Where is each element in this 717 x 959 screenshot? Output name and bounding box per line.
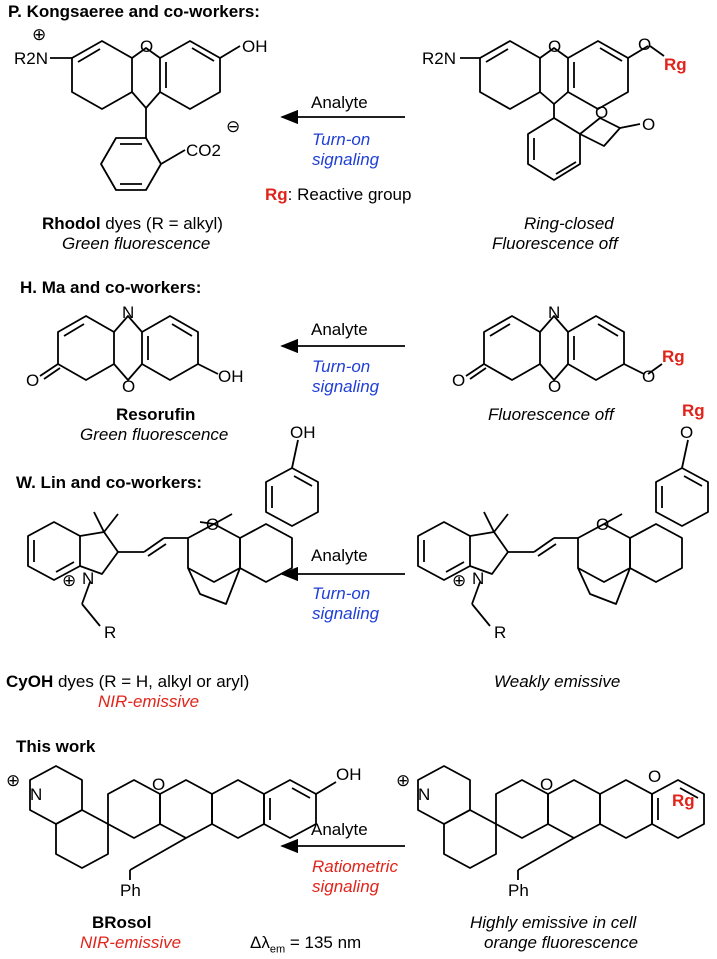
rhodol-structure <box>50 40 241 191</box>
atom-rg-2: Rg <box>662 347 685 366</box>
legend-rg: Rg <box>265 185 288 204</box>
ring-closed-caption-2: Fluorescence off <box>492 234 618 253</box>
rhodol-caption: Green fluorescence <box>62 234 211 253</box>
atom-o-3: O <box>638 35 651 54</box>
resorufin-structure <box>39 315 219 381</box>
atom-n-4: N <box>472 569 484 588</box>
section-1-signal-line-1: Turn-on <box>312 130 371 149</box>
section-2-arrow-label: Analyte <box>311 320 368 339</box>
section-1-arrow-label: Analyte <box>311 93 368 112</box>
caged-cyoh-structure <box>417 439 709 627</box>
charge-plus-5: ⊕ <box>396 771 410 790</box>
atom-oh-4: OH <box>336 765 362 784</box>
section-4-signal-line-1: Ratiometric <box>312 857 398 876</box>
resorufin-name: Resorufin <box>116 405 196 424</box>
atom-n-1: N <box>122 303 134 322</box>
charge-plus-4: ⊕ <box>6 771 20 790</box>
atom-o-7: O <box>26 371 39 390</box>
section-2-signal-line-1: Turn-on <box>312 357 371 376</box>
this-work-precursor-caption-1: Highly emissive in cell <box>470 913 637 932</box>
lin-precursor-caption: Weakly emissive <box>494 672 621 691</box>
cyoh-structure <box>27 439 319 627</box>
section-3-header: W. Lin and co-workers: <box>16 473 203 492</box>
rhodol-name-suffix: dyes (R = alkyl) <box>100 214 223 233</box>
atom-o-8: O <box>548 377 561 396</box>
resorufin-caption: Green fluorescence <box>80 425 229 444</box>
shift-sub: em <box>269 943 286 956</box>
atom-r2n-2: R2N <box>422 49 456 68</box>
atom-o-4: O <box>595 103 608 122</box>
ring-closed-caption-1: Ring-closed <box>524 214 614 233</box>
atom-n-3: N <box>82 569 94 588</box>
legend-text: : Reactive group <box>287 185 412 204</box>
shift-symbol: Δλ <box>250 933 270 952</box>
emission-shift: Δλem = 135 nm <box>250 933 361 959</box>
section-3-arrow-label: Analyte <box>311 546 368 565</box>
brosol-name: BRosol <box>92 913 152 932</box>
ring-closed-structure <box>460 40 665 181</box>
cyoh-name: CyOH <box>6 672 54 691</box>
ma-precursor-caption: Fluorescence off <box>488 405 614 424</box>
atom-o-2: O <box>548 37 561 56</box>
atom-ph-2: Ph <box>508 881 529 900</box>
atom-o-14: O <box>152 775 165 794</box>
atom-o-11: O <box>206 515 219 534</box>
atom-oh-3: OH <box>290 423 316 442</box>
section-3-signal-line-1: Turn-on <box>312 584 371 603</box>
atom-oh-1: OH <box>242 37 268 56</box>
section-1-header: P. Kongsaeree and co-workers: <box>8 2 260 21</box>
atom-o-10: O <box>642 367 655 386</box>
section-1-legend: Rg: Reactive group <box>265 185 411 205</box>
atom-o-12: O <box>596 515 609 534</box>
atom-rg-3: Rg <box>682 401 705 420</box>
atom-r-2: R <box>494 623 506 642</box>
rhodol-name: Rhodol <box>42 214 101 233</box>
charge-plus-3: ⊕ <box>452 571 466 590</box>
charge-plus-2: ⊕ <box>62 571 76 590</box>
atom-oh-2: OH <box>218 367 244 386</box>
atom-o-1: O <box>140 37 153 56</box>
cyoh-name-suffix: dyes (R = H, alkyl or aryl) <box>53 672 250 691</box>
charge-minus-1: ⊖ <box>226 117 240 136</box>
atom-ph-1: Ph <box>120 881 141 900</box>
shift-value: = 135 nm <box>285 933 362 952</box>
this-work-precursor-caption-2: orange fluorescence <box>484 933 639 952</box>
rhodol-label: Rhodol dyes (R = alkyl) <box>42 214 223 234</box>
atom-n-5: N <box>30 785 42 804</box>
atom-rg-1: Rg <box>664 55 687 74</box>
section-4-arrow-label: Analyte <box>311 820 368 839</box>
atom-o-5: O <box>642 115 655 134</box>
atom-o-16: O <box>648 767 661 786</box>
atom-o-9: O <box>452 371 465 390</box>
section-4-header: This work <box>16 737 96 756</box>
charge-plus-1: ⊕ <box>32 25 46 44</box>
atom-o-15: O <box>540 775 553 794</box>
atom-o-13: O <box>680 423 693 442</box>
atom-co2: CO2 <box>186 141 221 160</box>
resorufin-ether-structure <box>465 315 663 381</box>
section-4-signal-line-2: signaling <box>312 877 380 896</box>
section-3-signal-line-2: signaling <box>312 604 380 623</box>
section-1-signal-line-2: signaling <box>312 150 380 169</box>
atom-r-1: R <box>104 623 116 642</box>
caged-brosol-structure <box>417 765 705 880</box>
atom-r2n-1: R2N <box>14 49 48 68</box>
atom-n-6: N <box>418 785 430 804</box>
cyoh-caption: NIR-emissive <box>98 692 200 711</box>
section-2-signal-line-2: signaling <box>312 377 380 396</box>
brosol-structure <box>29 765 337 880</box>
cyoh-label: CyOH dyes (R = H, alkyl or aryl) <box>6 672 249 692</box>
brosol-caption: NIR-emissive <box>80 933 182 952</box>
section-2-header: H. Ma and co-workers: <box>20 278 202 297</box>
atom-rg-4: Rg <box>672 791 695 810</box>
atom-n-2: N <box>548 303 560 322</box>
atom-o-6: O <box>122 377 135 396</box>
